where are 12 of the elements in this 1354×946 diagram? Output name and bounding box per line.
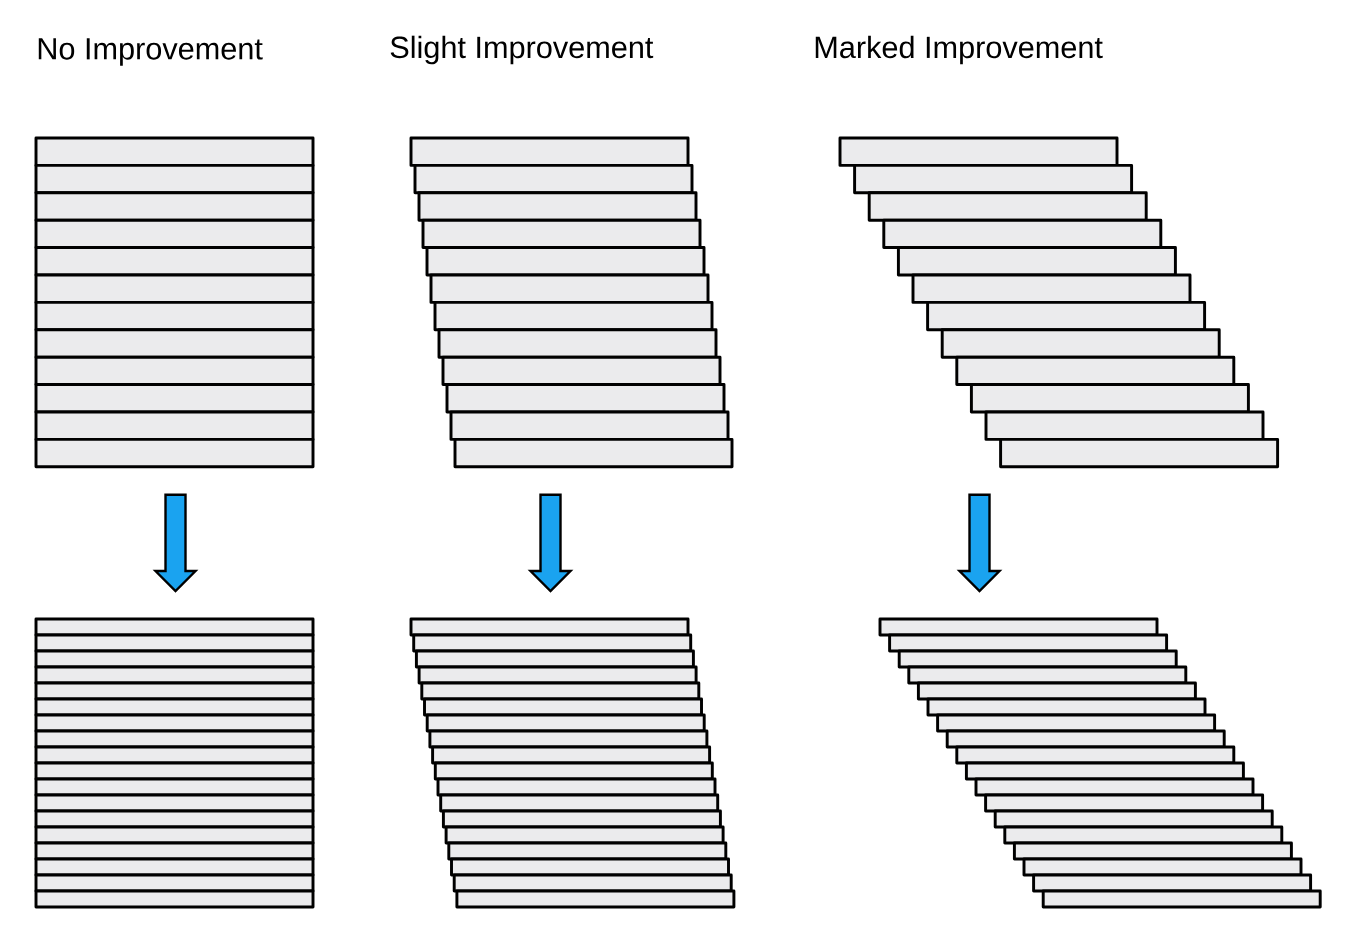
column-heading: Slight Improvement (390, 35, 654, 65)
bar-stack-drawing (34, 617, 315, 909)
bar-stack-drawing (409, 136, 734, 469)
column-heading: No Improvement (38, 38, 263, 66)
bar-stack-drawing (409, 617, 736, 909)
bar-stack-drawing (838, 136, 1280, 469)
arrow (527, 493, 574, 593)
arrow (956, 493, 1003, 593)
arrow (152, 493, 199, 593)
bar-stack-drawing (34, 136, 315, 469)
column-heading: Marked Improvement (815, 35, 1103, 65)
bar-stack-drawing (878, 617, 1322, 909)
